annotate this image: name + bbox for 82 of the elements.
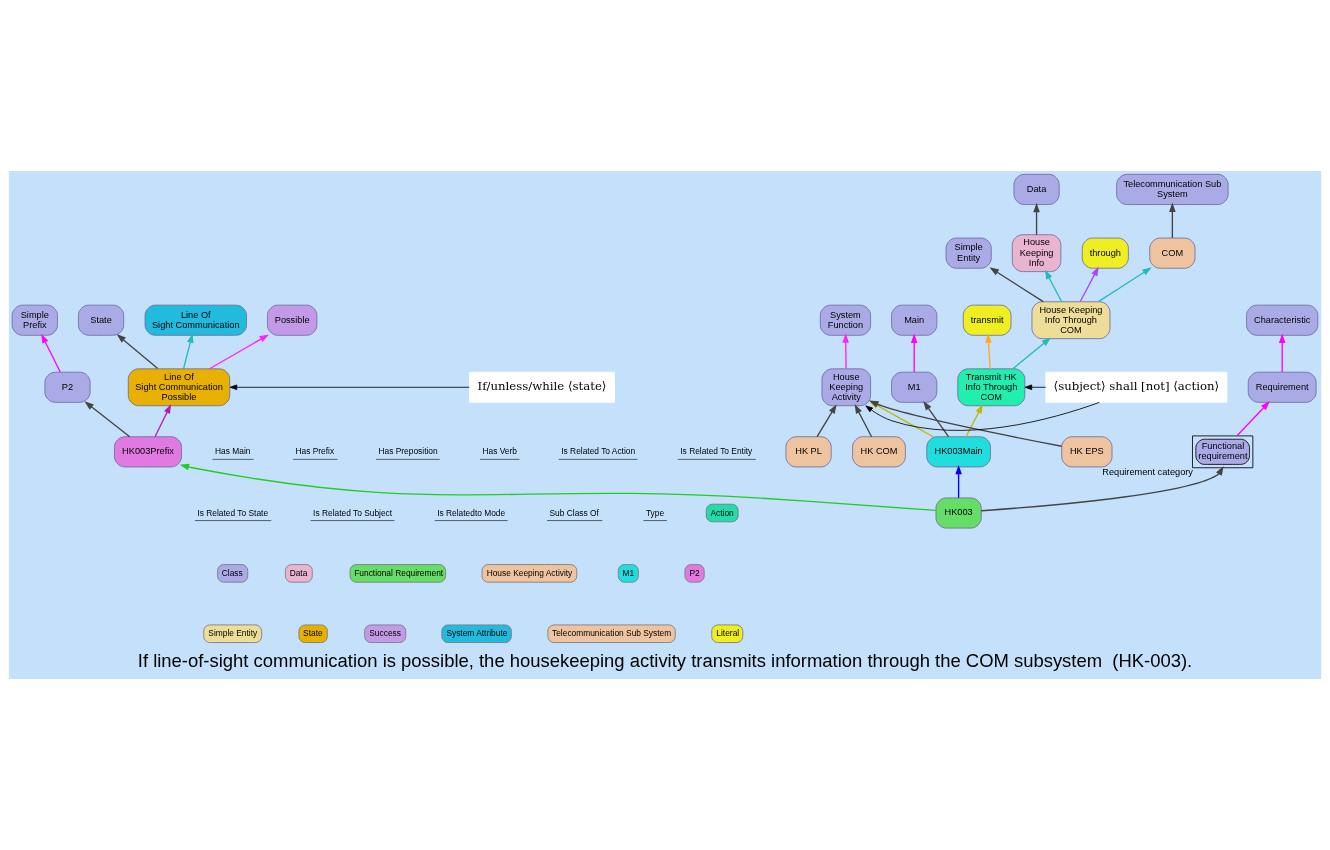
arrow [816,404,837,438]
node-box: HK EPS [1061,436,1113,468]
arrow [965,404,983,438]
arrow [1278,333,1286,373]
arrow [842,333,849,370]
legend-label: Has Verb [482,446,517,457]
legend-label: Sub Class Of [549,507,599,518]
arrow [989,267,1044,303]
legend-label: Action [710,507,734,518]
legend-label: P2 [689,567,700,578]
legend-label: System Attribute [446,628,508,639]
node-box: System Function [819,304,871,336]
node-box: HK003Main [926,436,991,468]
legend-label: Functional Requirement [354,567,444,578]
node-box: HK003Prefix [114,436,182,468]
node-box: Line Of Sight Communication Possible [127,368,231,407]
node-box: House Keeping Activity [821,368,871,407]
node-box: Main [891,304,938,336]
arrow [910,333,918,373]
node-box: ⟨subject⟩ shall [not] ⟨action⟩ [1045,371,1228,403]
node-box: If/unless/while ⟨state⟩ [469,371,615,403]
node-box: transmit [962,304,1012,336]
arrow [1236,401,1270,437]
arrow [1079,266,1099,303]
arrow [1012,337,1052,370]
caption: If line-of-sight communication is possible, the housekeeping activity transmits information through the COM subsystem (HK-003). [137,649,1193,671]
arrow [154,404,172,438]
node-box: Data [1013,173,1060,205]
node-box: HK COM [852,436,906,468]
legend-label: Success [369,628,401,639]
legend-label: Telecommunication Sub System [552,628,672,639]
legend-label: Class [221,567,243,578]
node-box: Transmit HK Info Through COM [957,368,1026,407]
legend-label: State [303,628,323,639]
node-box: Line Of Sight Communication [144,304,247,336]
arrow [1033,202,1040,236]
legend-label: House Keeping Activity [486,567,573,578]
arrow [955,464,962,499]
node-box: Telecommunication Sub System [1116,173,1229,205]
legend-label: Is Related To Entity [680,446,753,457]
node-box: Possible [267,304,318,336]
node-box: Simple Prefix [11,304,58,336]
legend-label: Has Prefix [295,446,335,457]
arrow [1169,202,1176,239]
arrow [1097,267,1152,303]
legend-label: Simple Entity [208,628,258,639]
node-box: through [1081,237,1129,269]
node-box: State [78,304,125,336]
arrow [854,404,873,438]
legend-label: Is Related To Subject [313,507,393,518]
legend-label: Is Related To Action [561,446,636,457]
node-box: Simple Entity [945,237,992,269]
arrow [116,334,159,370]
legend-label: Has Main [215,446,251,457]
legend-label: Has Preposition [378,446,438,457]
arrow [923,400,950,438]
node-box: Requirement [1247,371,1317,403]
node-box: COM [1149,237,1196,269]
node-box: House Keeping Info [1011,234,1062,272]
legend-label: Is Relatedto Mode [437,507,506,518]
arrow [208,334,269,370]
legend-label: Is Related To State [197,507,269,518]
arrow [84,401,131,438]
legend-label: M1 [622,567,635,578]
node-label: Requirement category [1102,467,1193,478]
legend-label: Data [289,567,308,578]
legend-label: Literal [716,628,740,639]
arrow [182,333,194,370]
arrow [1024,384,1047,391]
legend-label: Type [645,507,665,518]
arrow [41,333,61,373]
node-box: M1 [891,371,938,403]
arrow [980,466,1224,512]
node-box: House Keeping Info Through COM [1031,301,1111,340]
node-box: HK PL [785,436,832,468]
node-box: Characteristic [1246,304,1319,336]
arrow [985,333,992,370]
node-box: HK003 [935,497,982,529]
node-box: P2 [44,371,91,403]
arrow [179,463,937,512]
arrow [1044,269,1063,303]
arrow [229,384,470,391]
